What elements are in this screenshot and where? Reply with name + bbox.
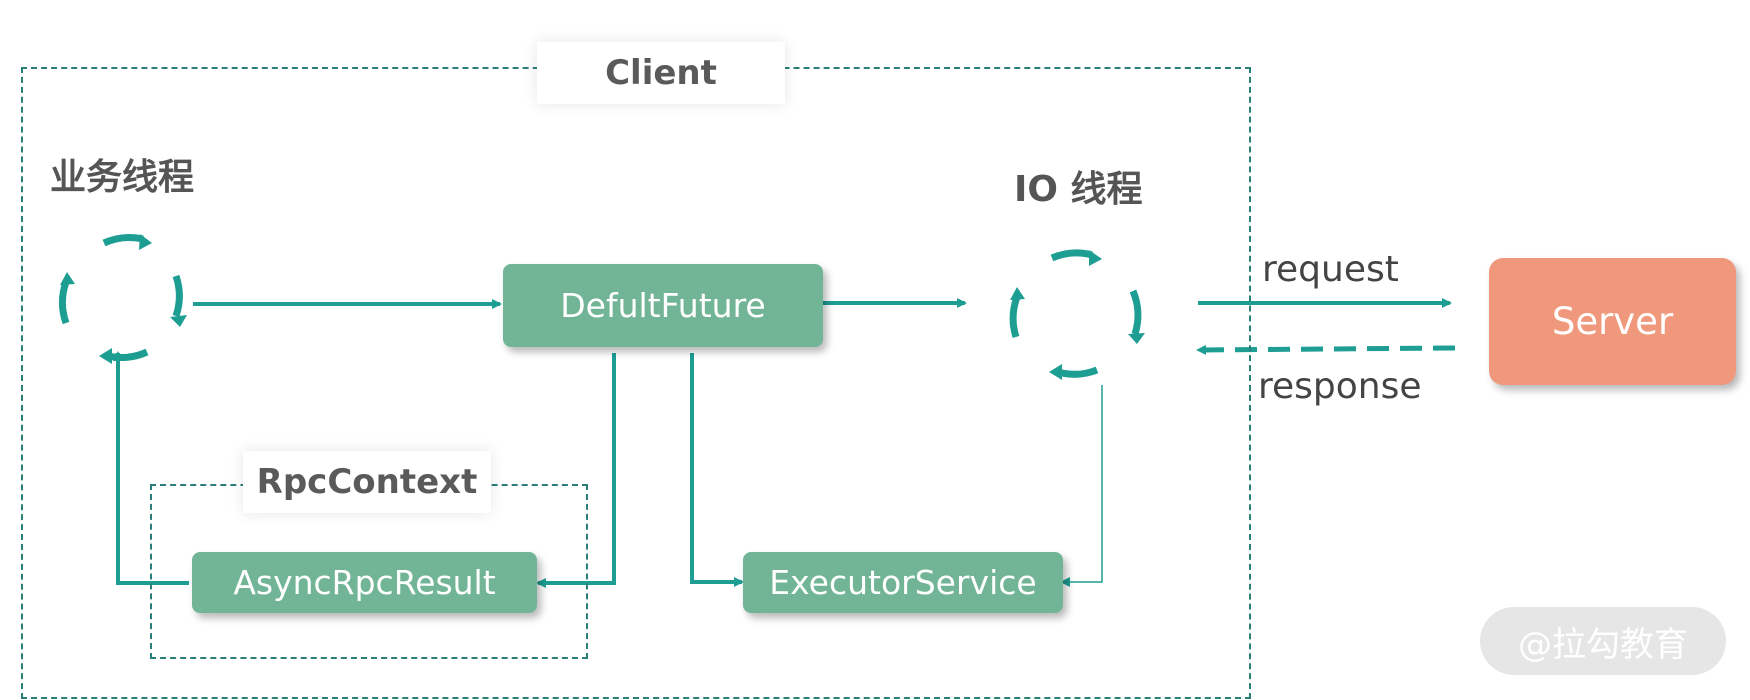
request-label: request (1262, 249, 1399, 290)
default-future-node: DefultFuture (503, 264, 823, 347)
async-rpc-result-node: AsyncRpcResult (192, 552, 537, 613)
business-thread-cycle-icon (59, 234, 187, 364)
io-thread-label: IO 线程 (1014, 169, 1143, 210)
arrow-io-to-executor (1060, 385, 1103, 587)
executor-service-node: ExecutorService (743, 552, 1063, 613)
watermark: @拉勾教育 (1480, 607, 1726, 675)
business-thread-label: 业务线程 (50, 157, 195, 198)
arrow-future-to-executor (690, 353, 744, 587)
arrow-future-to-result (536, 353, 616, 588)
response-label: response (1258, 366, 1422, 407)
client-title: Client (537, 42, 785, 104)
rpc-context-title: RpcContext (243, 451, 491, 513)
arrow-response (1196, 344, 1456, 355)
server-node: Server (1489, 258, 1736, 385)
arrow-result-to-thread (113, 351, 189, 585)
io-thread-cycle-icon (1009, 249, 1145, 380)
